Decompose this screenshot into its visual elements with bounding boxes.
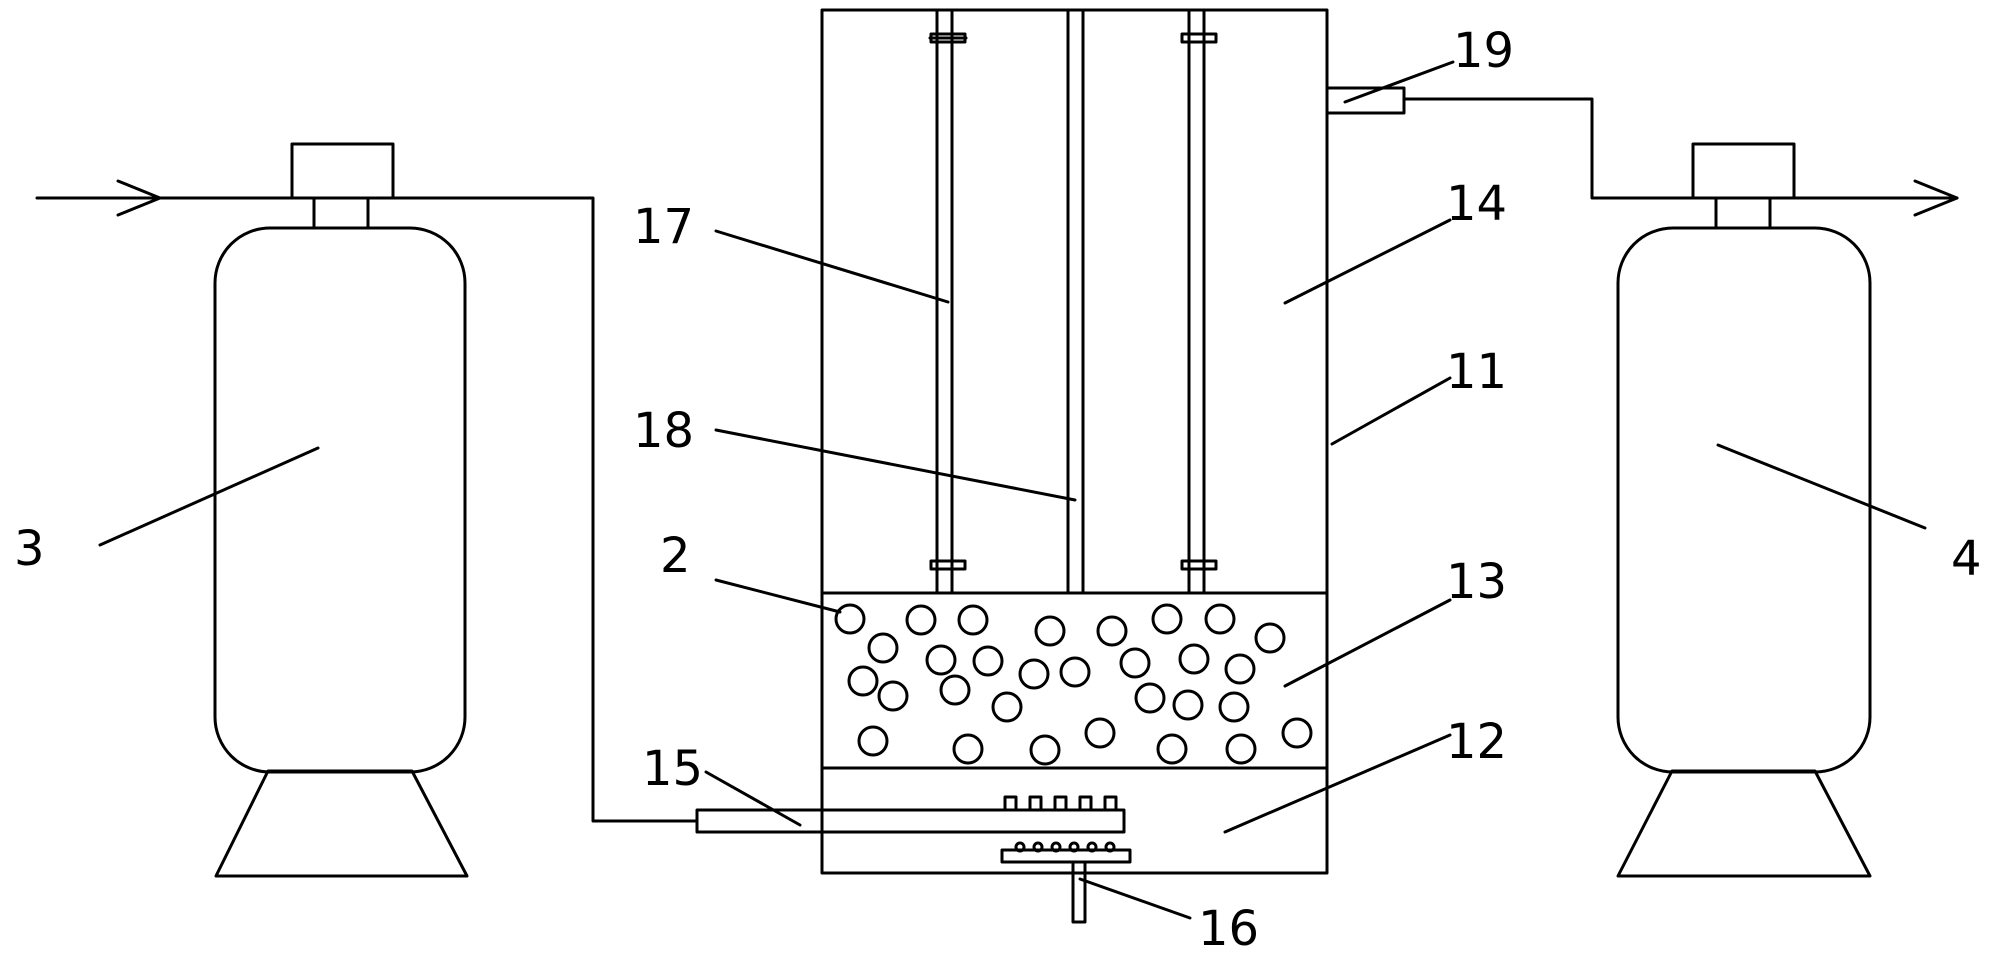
outlet-fitting — [1325, 86, 1406, 115]
leader-3 — [98, 446, 320, 547]
right-tank-valve-head — [1691, 142, 1796, 200]
leader-18 — [714, 428, 1077, 502]
media-beads — [834, 603, 1313, 766]
label-15: 15 — [642, 741, 703, 797]
reactor-shell — [820, 8, 1329, 875]
left-tank-neck — [312, 196, 370, 230]
right-tank-neck — [1714, 196, 1772, 230]
right-tank-body — [1616, 226, 1872, 774]
outlet-arrow-icon — [1913, 179, 1959, 217]
rod-right — [1180, 8, 1218, 595]
inlet-distributor — [695, 795, 1126, 834]
left-tank — [213, 142, 469, 878]
leader-11 — [1330, 376, 1452, 446]
rod-left — [928, 8, 968, 595]
label-4: 4 — [1951, 531, 1982, 587]
leader-12 — [1223, 733, 1452, 834]
left-tank-valve-head — [290, 142, 395, 200]
label-19: 19 — [1453, 23, 1514, 79]
feed-pipe — [158, 196, 699, 823]
leader-16 — [1078, 877, 1192, 920]
label-17: 17 — [633, 199, 694, 255]
leader-17 — [714, 229, 950, 304]
outlet-pipe — [1402, 97, 1959, 200]
label-11: 11 — [1446, 344, 1507, 400]
reactor — [695, 8, 1406, 924]
leader-15 — [704, 770, 802, 827]
leader-2 — [714, 578, 842, 614]
bottom-fitting — [1000, 841, 1132, 924]
label-16: 16 — [1198, 901, 1259, 957]
left-tank-body — [213, 226, 467, 774]
label-12: 12 — [1446, 714, 1507, 770]
left-tank-stand — [214, 769, 469, 878]
right-tank — [1616, 142, 1872, 878]
leader-19 — [1343, 60, 1455, 104]
label-3: 3 — [14, 521, 45, 577]
right-tank-stand — [1616, 769, 1872, 878]
piping — [35, 97, 1959, 823]
leader-4 — [1716, 443, 1927, 530]
leader-13 — [1283, 598, 1452, 688]
leader-14 — [1283, 218, 1452, 305]
center-rod — [1066, 8, 1085, 595]
label-2: 2 — [660, 528, 691, 584]
label-18: 18 — [633, 403, 694, 459]
labels: 3 4 17 18 2 14 11 13 12 15 16 19 — [14, 23, 1982, 957]
leader-lines — [98, 60, 1927, 920]
label-14: 14 — [1446, 176, 1507, 232]
label-13: 13 — [1446, 554, 1507, 610]
